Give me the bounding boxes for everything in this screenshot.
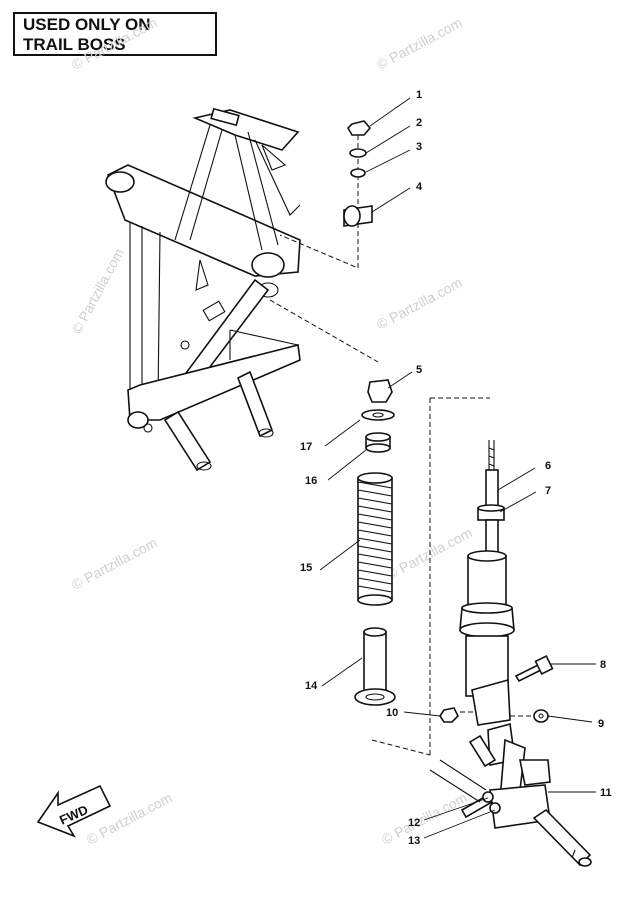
callout-13: 13	[408, 835, 420, 847]
callouts: 1 2 3 4 5 6 7 8 9 10 11 12 13 14 15 16 1…	[300, 89, 612, 847]
callout-16: 16	[305, 475, 317, 487]
part-3-washer	[350, 168, 366, 178]
part-15-spring	[357, 472, 393, 606]
part-14-sleeve	[354, 627, 396, 706]
part-6-rod	[485, 469, 499, 511]
part-10-nut	[439, 707, 459, 723]
callout-17: 17	[300, 441, 312, 453]
callout-6: 6	[545, 460, 551, 472]
callout-5: 5	[416, 364, 422, 376]
usage-note-box: USED ONLY ON TRAIL BOSS	[13, 12, 217, 56]
callout-7: 7	[545, 485, 551, 497]
assembly-lines	[269, 135, 540, 756]
steering-knuckle	[429, 722, 592, 867]
callout-15: 15	[300, 562, 312, 574]
callout-9: 9	[598, 718, 604, 730]
callout-14: 14	[305, 680, 318, 692]
usage-note-line1: USED ONLY ON	[23, 15, 151, 34]
part-5-nut	[367, 379, 393, 403]
watermark: © Partzilla.com	[69, 534, 160, 592]
fasteners	[439, 655, 554, 723]
frame-assembly	[105, 107, 301, 472]
callout-11: 11	[600, 787, 612, 799]
part-17-washer	[361, 409, 395, 421]
callout-8: 8	[600, 659, 606, 671]
watermark: © Partzilla.com	[384, 524, 475, 582]
leader-lines	[319, 97, 596, 839]
callout-4: 4	[416, 181, 423, 193]
part-1-nut	[347, 120, 372, 136]
shock-absorber	[459, 440, 515, 726]
usage-note-line2: TRAIL BOSS	[23, 35, 126, 54]
spring-stack-parts	[354, 379, 396, 706]
watermark-vertical: © Partzilla.com	[69, 246, 127, 337]
watermark: © Partzilla.com	[374, 274, 465, 332]
upper-mount-parts	[343, 120, 373, 227]
callout-3: 3	[416, 141, 422, 153]
callout-2: 2	[416, 117, 422, 129]
part-2-washer	[349, 148, 367, 158]
watermark: © Partzilla.com	[374, 14, 465, 72]
callout-1: 1	[416, 89, 422, 101]
watermark: © Partzilla.com	[69, 14, 160, 72]
watermark: © Partzilla.com	[379, 789, 470, 847]
callout-12: 12	[408, 817, 420, 829]
callout-10: 10	[386, 707, 398, 719]
part-9-washer	[533, 709, 549, 723]
forward-arrow: FWD	[36, 784, 112, 838]
